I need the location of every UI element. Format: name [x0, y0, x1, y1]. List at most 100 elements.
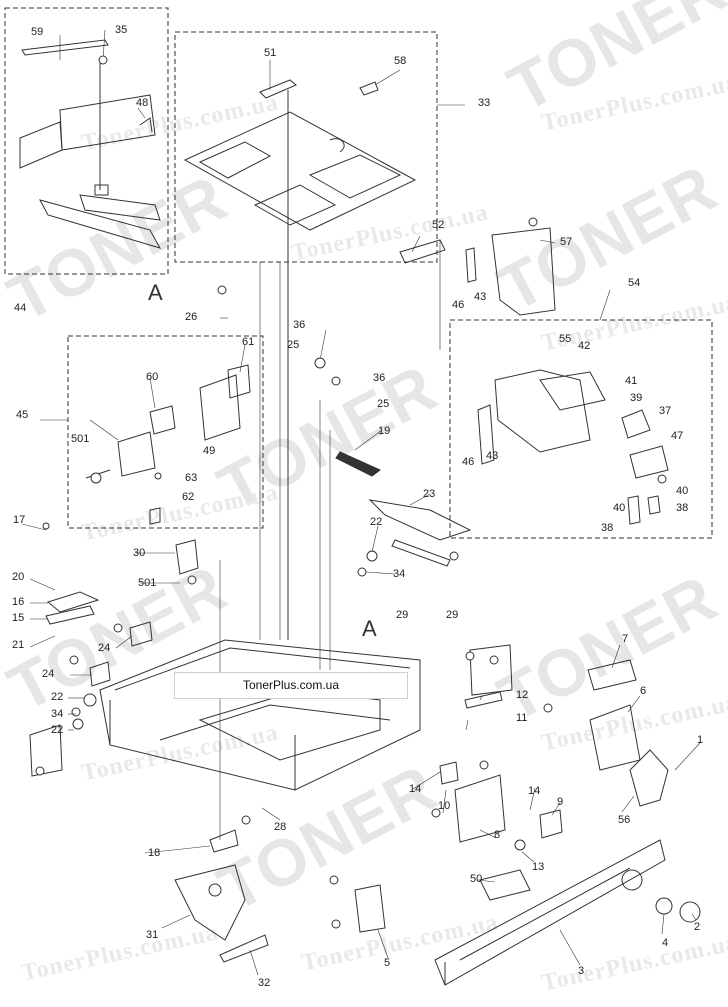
part-label: 38: [601, 522, 614, 534]
screws: [35, 55, 667, 929]
part-label: 29: [446, 609, 459, 621]
part-4: [655, 897, 673, 915]
part-label: 55: [559, 333, 572, 345]
part-46-top: [465, 247, 477, 283]
part-label: 11: [516, 712, 528, 724]
part-label: 56: [618, 814, 631, 826]
part-label: 33: [478, 97, 491, 109]
part-label: 51: [264, 47, 277, 59]
part-12: [464, 691, 503, 709]
part-23-rod: [391, 539, 451, 567]
part-label: 46: [452, 299, 465, 311]
callout-letter: A: [362, 616, 377, 641]
part-9: [539, 809, 563, 839]
group-box-45: [67, 335, 264, 529]
part-label: 60: [146, 371, 159, 383]
part-label: 59: [31, 26, 44, 38]
part-label: 34: [51, 708, 64, 720]
bracket-left: [29, 724, 63, 777]
part-label: 20: [12, 571, 25, 583]
part-label: 40: [613, 502, 626, 514]
part-label: 40: [676, 485, 689, 497]
part-label: 61: [242, 336, 255, 348]
part-label: 62: [182, 491, 195, 503]
part-label: 12: [516, 689, 529, 701]
part-label: 7: [622, 633, 629, 645]
part-label: 21: [12, 639, 25, 651]
guide-assembly: [477, 369, 669, 525]
part-label: 22: [370, 516, 383, 528]
part-30: [175, 539, 199, 575]
part-label: 47: [671, 430, 684, 442]
part-24-a: [129, 621, 153, 647]
part-label: 35: [115, 24, 128, 36]
part-label: 2: [694, 921, 701, 933]
part-32: [219, 934, 269, 963]
part-label: 5: [384, 957, 391, 969]
part-label: 31: [146, 929, 159, 941]
part-13: [514, 839, 526, 851]
part-label: 29: [396, 609, 409, 621]
bracket-right: [469, 644, 513, 696]
part-label: 25: [287, 339, 300, 351]
part-7: [587, 659, 637, 691]
part-label: 13: [532, 861, 545, 873]
part-label: 45: [16, 409, 29, 421]
group-box-54: [449, 319, 713, 539]
part-label: 22: [51, 691, 64, 703]
part-label: 38: [676, 502, 689, 514]
part-2: [679, 901, 701, 923]
part-8: [454, 774, 506, 843]
part-label: 3: [578, 965, 585, 977]
part-label: 24: [98, 642, 111, 654]
part-16: [46, 591, 100, 613]
part-label: 15: [12, 612, 25, 624]
part-label: 24: [42, 668, 55, 680]
part-label: 9: [557, 796, 564, 808]
site-banner: TonerPlus.com.ua: [174, 672, 408, 699]
part-label: 1: [697, 734, 704, 746]
part-23: [368, 499, 472, 541]
part-label: 52: [432, 219, 445, 231]
part-label: 43: [486, 450, 499, 462]
part-10: [439, 761, 459, 785]
part-label: 43: [474, 291, 487, 303]
part-label: 49: [203, 445, 216, 457]
part-label: 501: [138, 577, 157, 589]
part-label: 57: [560, 236, 573, 248]
front-cover: [434, 839, 666, 986]
part-6: [589, 704, 641, 771]
part-label: 16: [12, 596, 25, 608]
part-label: 22: [51, 724, 64, 736]
part-label: 44: [14, 302, 27, 314]
part-label: 42: [578, 340, 591, 352]
part-57: [491, 227, 556, 316]
part-label: 23: [423, 488, 436, 500]
rail-assembly: [19, 39, 162, 249]
part-label: 4: [662, 937, 669, 949]
part-label: 37: [659, 405, 672, 417]
part-19: [335, 451, 381, 477]
part-label: 39: [630, 392, 643, 404]
lever-assembly: [85, 364, 251, 525]
part-label: 50: [470, 873, 483, 885]
callout-letter: A: [148, 280, 163, 305]
part-label: 14: [409, 783, 422, 795]
part-label: 63: [185, 472, 198, 484]
tray-frame: [99, 639, 421, 791]
part-label: 54: [628, 277, 641, 289]
part-label: 32: [258, 977, 271, 989]
part-label: 18: [148, 847, 161, 859]
part-label: 34: [393, 568, 406, 580]
part-label: 10: [438, 800, 451, 812]
part-label: 58: [394, 55, 407, 67]
part-label: 26: [185, 311, 198, 323]
part-24-b: [89, 661, 111, 687]
part-label: 41: [625, 375, 638, 387]
part-label: 48: [136, 97, 149, 109]
part-50: [479, 869, 531, 901]
part-22-roller: [366, 550, 378, 562]
plate-31: [174, 864, 246, 941]
part-15: [45, 605, 95, 625]
